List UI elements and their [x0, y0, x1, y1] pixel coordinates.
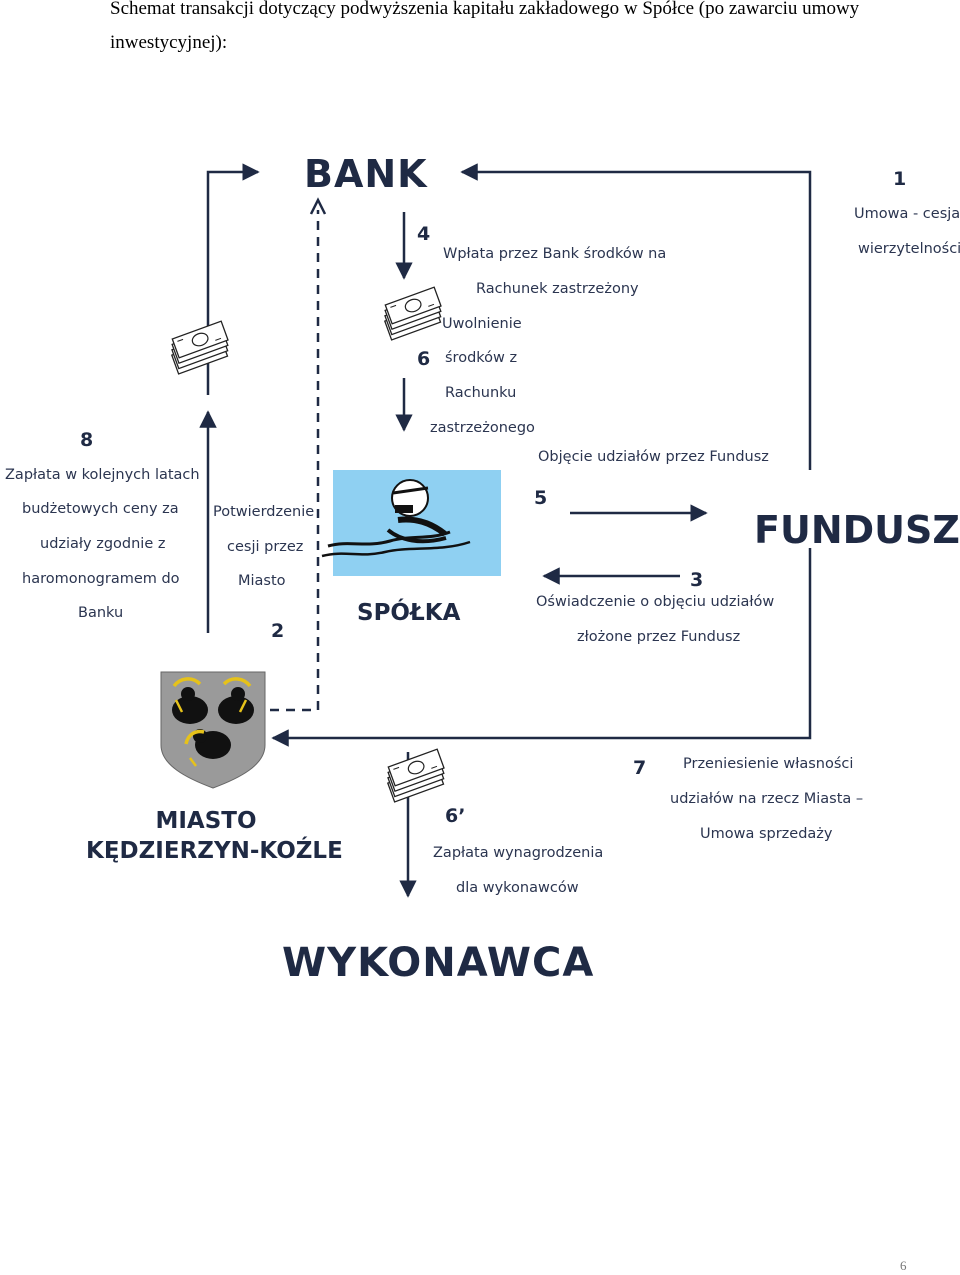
arrow-8-to-bank	[206, 163, 260, 395]
step-6-text-3: Rachunku	[445, 385, 517, 401]
miasto-label-line2: KĘDZIERZYN-KOŹLE	[86, 838, 343, 864]
step-8-text-1: Zapłata w kolejnych latach	[5, 467, 200, 483]
money-stack-icon	[170, 320, 229, 375]
step-7-text-1: Przeniesienie własności	[683, 756, 854, 772]
step-8-text-3: udziały zgodnie z	[40, 536, 166, 552]
intro-line-1: Schemat transakcji dotyczący podwyższeni…	[110, 0, 860, 19]
step-8-number: 8	[80, 429, 94, 451]
miasto-label-line1: MIASTO	[155, 808, 257, 834]
step-2-text-3: Miasto	[238, 573, 286, 589]
step-2-text-1: Potwierdzenie	[213, 504, 315, 520]
intro-line-2: inwestycyjnej):	[110, 32, 228, 53]
fundusz-label: FUNDUSZ	[754, 508, 960, 552]
step-7-text-2: udziałów na rzecz Miasta –	[670, 791, 864, 807]
dashed-arrow-head	[309, 197, 327, 215]
city-crest-icon	[160, 671, 266, 789]
bank-label: BANK	[304, 152, 428, 196]
step-5-number: 5	[534, 487, 548, 509]
step-1-number: 1	[893, 168, 907, 190]
step-6-text-1: Uwolnienie	[442, 316, 522, 332]
step-6b-text-1: Zapłata wynagrodzenia	[433, 845, 604, 861]
step-3-text-2: złożone przez Fundusz	[577, 629, 741, 645]
step-4-number: 4	[417, 223, 431, 245]
step-6b-text-2: dla wykonawców	[456, 880, 579, 896]
wykonawca-label: WYKONAWCA	[282, 940, 595, 986]
step-4-text-1: Wpłata przez Bank środków na	[443, 246, 667, 262]
spolka-label: SPÓŁKA	[357, 600, 461, 626]
money-stack-icon	[383, 286, 442, 341]
step-3-number: 3	[690, 569, 704, 591]
arrow-1-fundusz-to-bank	[460, 163, 812, 470]
step-5-text-1: Objęcie udziałów przez Fundusz	[538, 449, 769, 465]
step-6b-number: 6’	[445, 805, 466, 827]
swimmer-logo-icon	[321, 470, 501, 576]
step-3-text-1: Oświadczenie o objęciu udziałów	[536, 594, 775, 610]
money-stack-icon	[386, 748, 445, 803]
step-8-text-5: Banku	[78, 605, 124, 621]
step-2-number: 2	[271, 620, 285, 642]
arrow-7-fundusz-to-miasto	[271, 548, 812, 747]
page-number: 6	[900, 1258, 907, 1273]
step-6-text-2: środków z	[445, 350, 518, 366]
step-4-text-2: Rachunek zastrzeżony	[476, 281, 639, 297]
step-1-text-1: Umowa - cesja	[854, 206, 960, 222]
step-6-number: 6	[417, 348, 431, 370]
step-8-text-4: haromonogramem do	[22, 571, 180, 587]
step-7-number: 7	[633, 757, 647, 779]
step-7-text-3: Umowa sprzedaży	[700, 826, 833, 842]
dashed-cesja-line	[270, 210, 320, 712]
step-1-text-2: wierzytelności	[858, 241, 960, 257]
step-8-text-2: budżetowych ceny za	[22, 501, 179, 517]
step-6-text-4: zastrzeżonego	[430, 420, 535, 436]
step-2-text-2: cesji przez	[227, 539, 304, 555]
